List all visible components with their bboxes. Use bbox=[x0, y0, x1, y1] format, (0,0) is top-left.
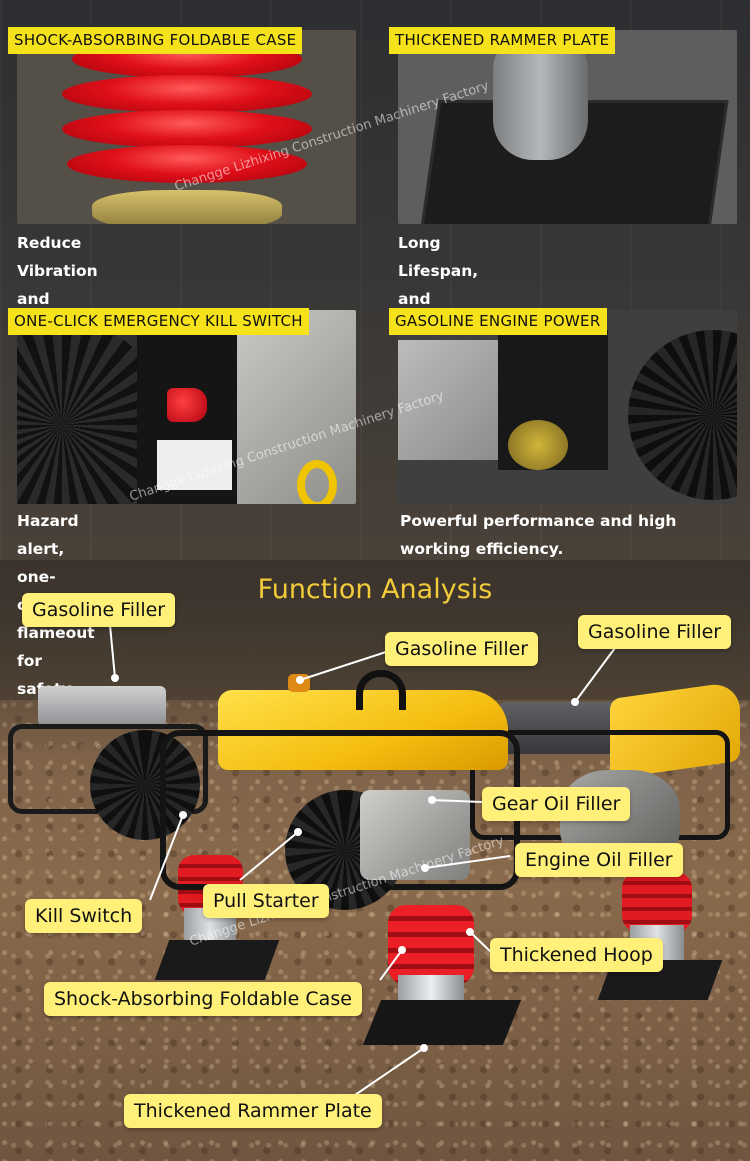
oil-cap-shape bbox=[508, 420, 568, 470]
callout-thickened-hoop: Thickened Hoop bbox=[490, 938, 663, 972]
leader-dot bbox=[294, 828, 302, 836]
callout-gasoline-filler-right: Gasoline Filler bbox=[578, 615, 732, 649]
leader-dot bbox=[421, 864, 429, 872]
leader-dot bbox=[571, 698, 579, 706]
yellow-hook-shape bbox=[297, 460, 337, 504]
leader-line bbox=[424, 855, 511, 869]
leader-line bbox=[299, 649, 393, 681]
feature-tag: GASOLINE ENGINE POWER bbox=[389, 308, 607, 335]
engine-photo bbox=[398, 310, 737, 504]
callout-gear-oil-filler: Gear Oil Filler bbox=[482, 787, 631, 821]
leader-dot bbox=[398, 946, 406, 954]
engine-shape bbox=[90, 730, 200, 840]
leader-line bbox=[574, 647, 616, 703]
leader-line bbox=[431, 799, 483, 803]
leader-dot bbox=[179, 811, 187, 819]
leader-dot bbox=[296, 676, 304, 684]
leader-dot bbox=[466, 928, 474, 936]
callout-pull-starter: Pull Starter bbox=[203, 884, 329, 918]
bellows-photo bbox=[17, 30, 356, 224]
leader-dot bbox=[420, 1044, 428, 1052]
leader-line bbox=[149, 814, 184, 901]
feature-caption: Hazard alert, one-click flameout for saf… bbox=[17, 512, 95, 698]
callout-shock-absorbing-case: Shock-Absorbing Foldable Case bbox=[44, 982, 362, 1016]
leader-dot bbox=[111, 674, 119, 682]
leader-line bbox=[109, 624, 116, 679]
bellows-ring bbox=[62, 75, 312, 113]
leader-dot bbox=[428, 796, 436, 804]
callout-engine-oil-filler: Engine Oil Filler bbox=[515, 843, 683, 877]
feature-tag: THICKENED RAMMER PLATE bbox=[389, 27, 616, 54]
leader-line bbox=[469, 931, 493, 954]
callout-gasoline-filler-left: Gasoline Filler bbox=[22, 593, 176, 627]
feature-tag: SHOCK-ABSORBING FOLDABLE CASE bbox=[8, 27, 303, 54]
feature-tag: ONE-CLICK EMERGENCY KILL SWITCH bbox=[8, 308, 309, 335]
kill-switch-photo bbox=[17, 310, 356, 504]
bellows-ring bbox=[67, 145, 307, 183]
callout-kill-switch: Kill Switch bbox=[25, 899, 143, 933]
section-title: Function Analysis bbox=[257, 574, 493, 605]
warning-label-shape bbox=[157, 440, 232, 490]
leader-line bbox=[239, 831, 299, 881]
feature-caption: Powerful performance and high working ef… bbox=[400, 512, 677, 558]
bellows-shape bbox=[622, 872, 692, 932]
fuel-tank-shape bbox=[500, 702, 628, 754]
leader-line bbox=[354, 1047, 425, 1096]
engine-shape bbox=[237, 310, 356, 504]
bellows-shape bbox=[388, 905, 474, 985]
handle-shape bbox=[356, 670, 406, 710]
callout-gasoline-filler-center: Gasoline Filler bbox=[385, 632, 539, 666]
red-switch-icon bbox=[167, 388, 207, 422]
leader-line bbox=[379, 949, 403, 981]
callout-thickened-rammer-plate: Thickened Rammer Plate bbox=[124, 1094, 382, 1128]
fuel-tank-shape bbox=[38, 686, 166, 726]
bellows-ring bbox=[62, 110, 312, 148]
bellows-collar bbox=[92, 190, 282, 224]
